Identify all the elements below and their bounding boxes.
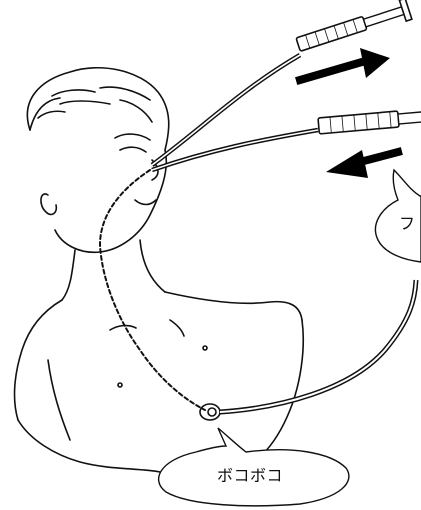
child-eye [120, 147, 146, 152]
child-eyebrow [115, 134, 150, 140]
nasogastric-tube-internal [100, 170, 205, 410]
child-hair [30, 87, 152, 130]
syringe-lower [318, 109, 421, 134]
child-torso-left [48, 360, 70, 440]
child-nipple-left [118, 383, 122, 387]
child-ear [41, 194, 56, 214]
stomach-bubble-small [208, 408, 216, 416]
tube-to-lower-syringe [152, 130, 318, 170]
child-shoulder-left [15, 300, 62, 420]
callout-text-fu: フ [399, 210, 416, 234]
arrow-pull-out [300, 48, 390, 80]
arrow-push-in [326, 150, 398, 178]
child-shoulder-right [165, 292, 302, 320]
stomach-bubbles [200, 404, 220, 420]
child-head-outline [27, 68, 168, 253]
child-nipple-right [203, 346, 207, 350]
child-mouth [135, 200, 156, 205]
syringe-upper [295, 0, 412, 55]
child-collarbone [110, 320, 184, 336]
callout-text-bokoboko: ボコボコ [217, 462, 283, 486]
child-arm-left [18, 420, 160, 472]
child-torso-right [262, 320, 303, 455]
